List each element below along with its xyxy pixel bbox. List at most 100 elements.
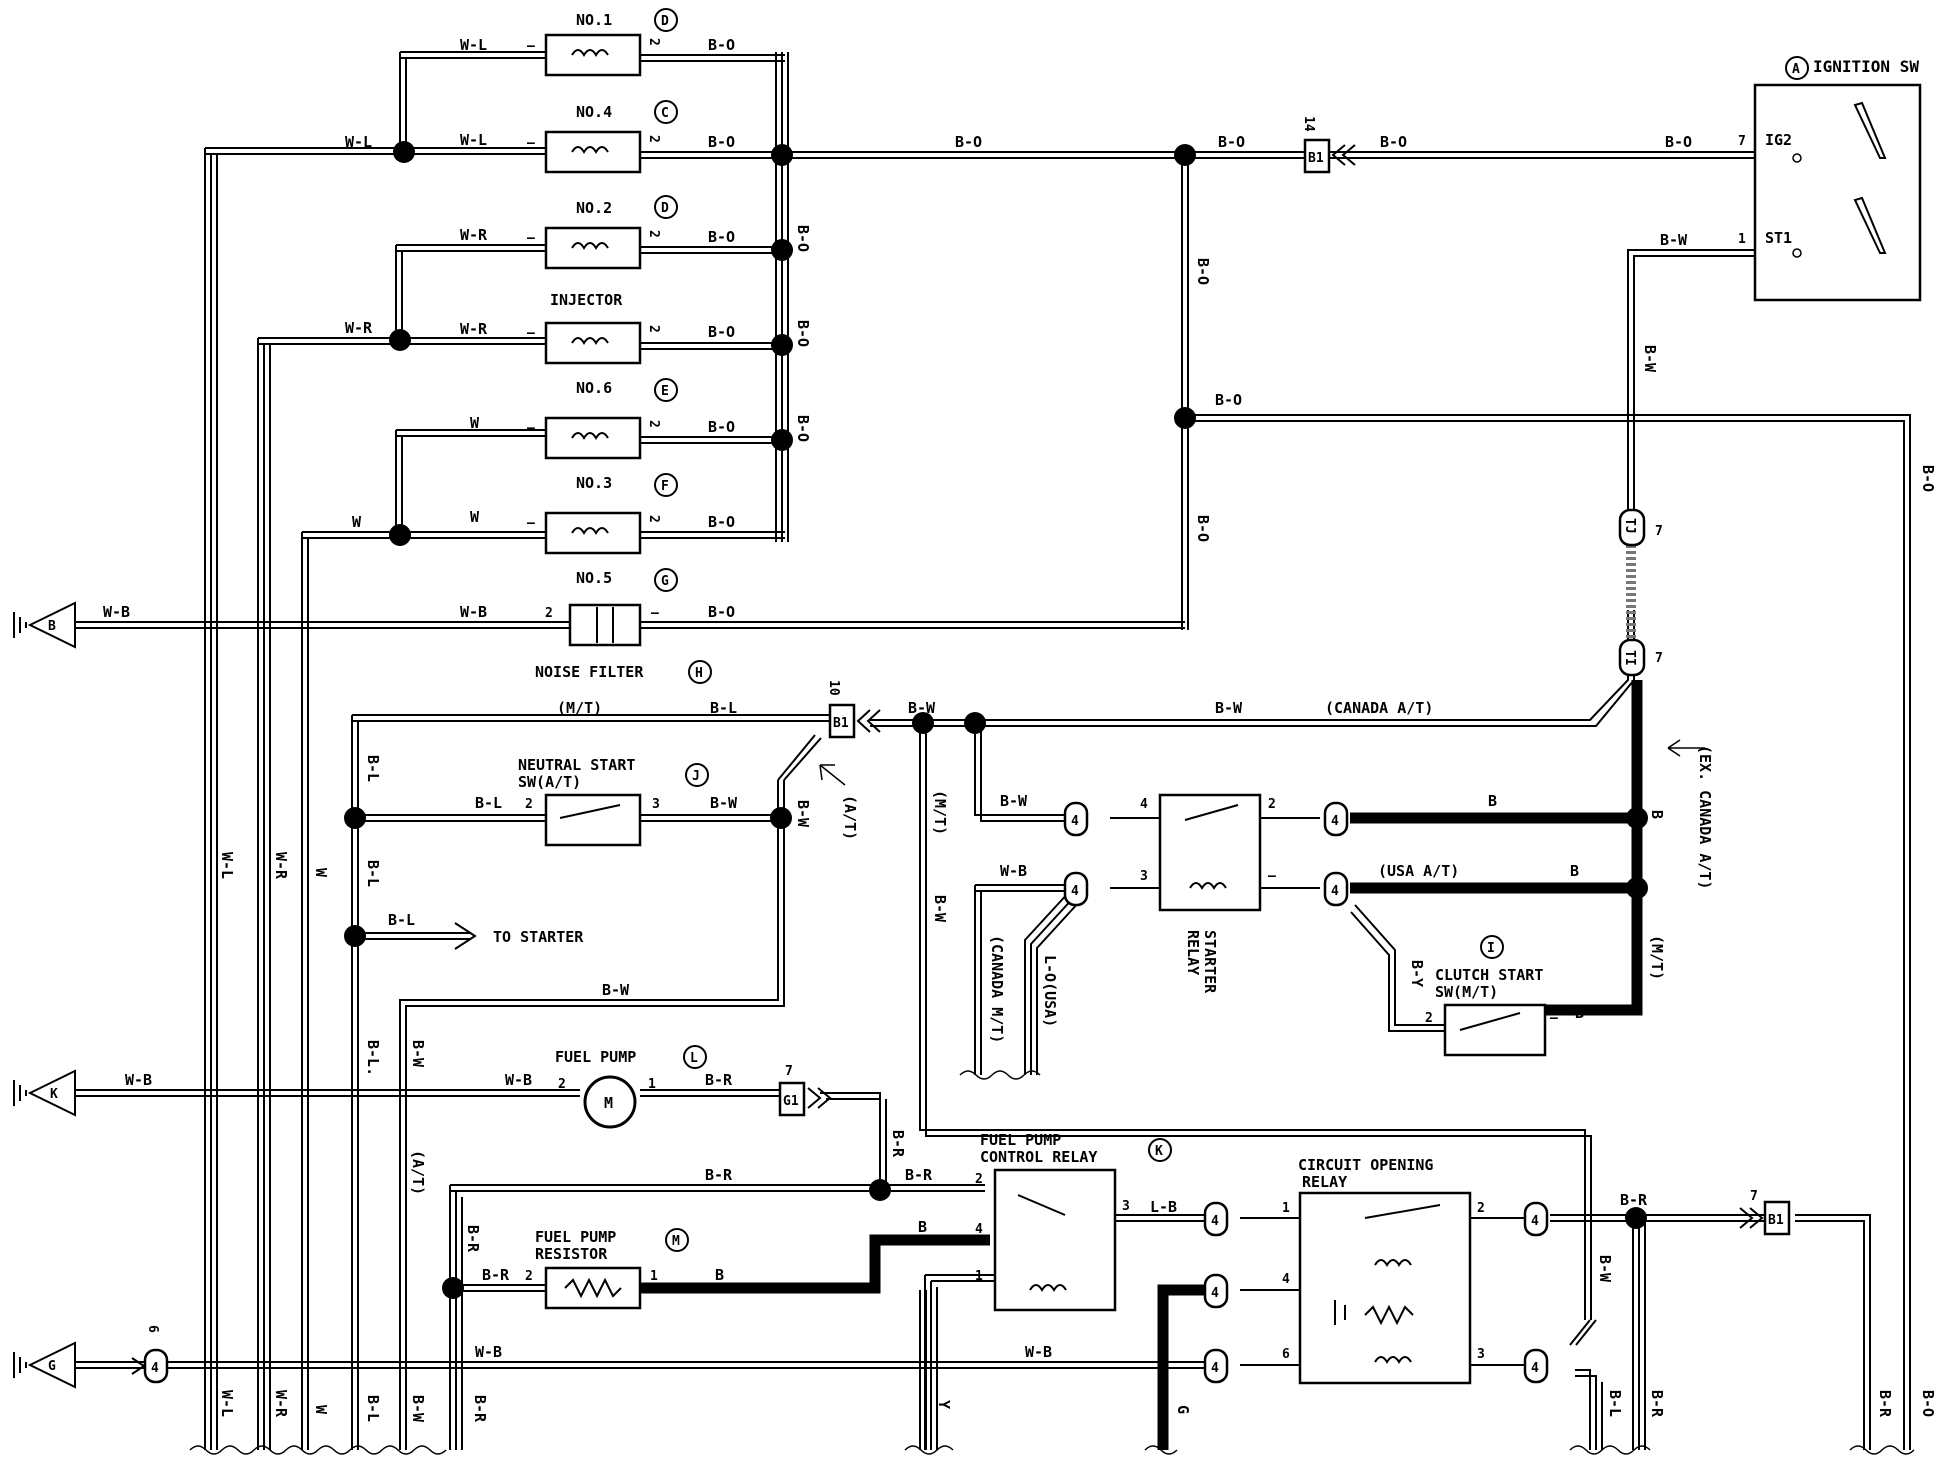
circuit-opening-relay: CIRCUIT OPENING RELAY [1298,1156,1472,1385]
svg-text:3: 3 [1477,1347,1485,1362]
svg-text:L-B: L-B [1150,1198,1177,1216]
svg-text:W: W [470,508,480,526]
svg-text:7: 7 [1655,524,1663,539]
svg-text:2: 2 [1268,797,1276,812]
svg-text:B-O: B-O [1919,465,1937,492]
svg-text:G: G [48,1359,56,1374]
injector-no2: NO.2 D W-R [460,195,678,270]
svg-text:B-W: B-W [409,1395,427,1423]
svg-text:2: 2 [558,1077,566,1092]
svg-text:(M/T): (M/T) [557,699,602,717]
svg-text:2: 2 [646,420,661,428]
svg-text:(M/T): (M/T) [931,790,949,835]
svg-text:STARTER: STARTER [1201,930,1219,994]
svg-text:D: D [661,14,669,29]
svg-text:B-L: B-L [364,755,382,782]
svg-text:RELAY: RELAY [1184,930,1202,975]
svg-text:B-O: B-O [1218,133,1245,151]
svg-text:B-R: B-R [1620,1191,1648,1209]
svg-text:(USA A/T): (USA A/T) [1378,862,1459,880]
svg-text:W-B: W-B [103,603,130,621]
svg-text:G: G [1174,1405,1192,1414]
svg-text:B-W: B-W [710,794,738,812]
noise-filter: NOISE FILTER H [535,603,712,684]
svg-text:B-R: B-R [482,1266,510,1284]
svg-text:—: — [651,606,659,621]
svg-text:W-L: W-L [460,131,487,149]
svg-text:(CANADA A/T): (CANADA A/T) [1325,699,1433,717]
clutch-start-switch: CLUTCH START SW(M/T) I [1435,935,1547,1057]
svg-text:3: 3 [1140,869,1148,884]
svg-text:2: 2 [975,1172,983,1187]
svg-text:W-L: W-L [218,852,236,879]
svg-text:W-L: W-L [218,1390,236,1417]
svg-text:B-O: B-O [1380,133,1407,151]
svg-text:3: 3 [652,797,660,812]
svg-text:—: — [527,326,535,341]
svg-text:W-R: W-R [272,1390,290,1418]
svg-text:INJECTOR: INJECTOR [550,291,623,309]
svg-text:B-O: B-O [708,36,735,54]
svg-text:B-L: B-L [710,699,737,717]
svg-text:2: 2 [525,797,533,812]
svg-text:E: E [661,384,669,399]
svg-text:10: 10 [826,680,841,696]
svg-text:B: B [1648,810,1666,819]
ignition-st1: ST1 [1765,229,1792,247]
svg-text:2: 2 [545,606,553,621]
svg-text:3: 3 [1122,1199,1130,1214]
fuel-pump-control-relay: FUEL PUMP CONTROL RELAY K [980,1131,1172,1312]
svg-text:B-L: B-L [364,860,382,887]
ground-k: K [13,1069,76,1117]
svg-text:CIRCUIT OPENING: CIRCUIT OPENING [1298,1156,1433,1174]
svg-text:2: 2 [646,38,661,46]
svg-text:B-R: B-R [471,1395,489,1423]
svg-text:B-W: B-W [1660,231,1688,249]
cut-marks [189,1070,1915,1455]
svg-text:SW(A/T): SW(A/T) [518,773,581,791]
svg-text:B-R: B-R [705,1166,733,1184]
svg-text:—: — [527,421,535,436]
svg-text:B-Y: B-Y [1408,960,1426,987]
svg-text:4: 4 [1211,1361,1219,1376]
svg-text:4: 4 [1331,884,1339,899]
svg-text:TJ: TJ [1622,518,1637,534]
svg-text:(M/T): (M/T) [1648,935,1666,980]
svg-text:B-O: B-O [708,323,735,341]
wire-labels: B-O B-O B-O B-O B-O B-O B-O B-O B-O B-O … [103,36,1937,1423]
svg-text:2: 2 [646,515,661,523]
starter-relay: STARTER RELAY [1158,793,1262,994]
svg-text:7: 7 [1750,1189,1758,1204]
svg-text:G: G [661,574,669,589]
svg-text:B-R: B-R [1648,1390,1666,1418]
svg-text:C: C [661,106,669,121]
svg-text:W: W [352,513,362,531]
svg-text:B-O: B-O [1665,133,1692,151]
svg-text:B-O: B-O [1919,1390,1937,1417]
svg-text:M: M [604,1094,613,1112]
svg-text:G1: G1 [783,1094,799,1109]
svg-text:B-R: B-R [1876,1390,1894,1418]
grounds: B K G [13,601,76,1389]
svg-text:B-W: B-W [602,981,630,999]
svg-text:FUEL PUMP: FUEL PUMP [555,1048,636,1066]
svg-text:NO.6: NO.6 [576,379,612,397]
svg-text:W-L: W-L [460,36,487,54]
svg-text:B-O: B-O [708,513,735,531]
svg-text:W-B: W-B [1025,1343,1052,1361]
svg-text:B1: B1 [833,716,849,731]
svg-text:—: — [527,516,535,531]
svg-text:4: 4 [1282,1272,1290,1287]
svg-text:FUEL PUMP: FUEL PUMP [980,1131,1061,1149]
svg-text:—: — [527,136,535,151]
svg-text:B-L: B-L [1606,1390,1624,1417]
svg-text:L-O(USA): L-O(USA) [1041,955,1059,1027]
injector-no1: NO.1 D W-L [460,8,678,77]
svg-text:B-L: B-L [364,1395,382,1422]
svg-text:CONTROL RELAY: CONTROL RELAY [980,1148,1097,1166]
svg-text:W-R: W-R [460,320,488,338]
svg-text:B-O: B-O [794,225,812,252]
svg-text:6: 6 [1282,1347,1290,1362]
svg-text:B1: B1 [1768,1213,1784,1228]
svg-text:B-W: B-W [931,895,949,923]
